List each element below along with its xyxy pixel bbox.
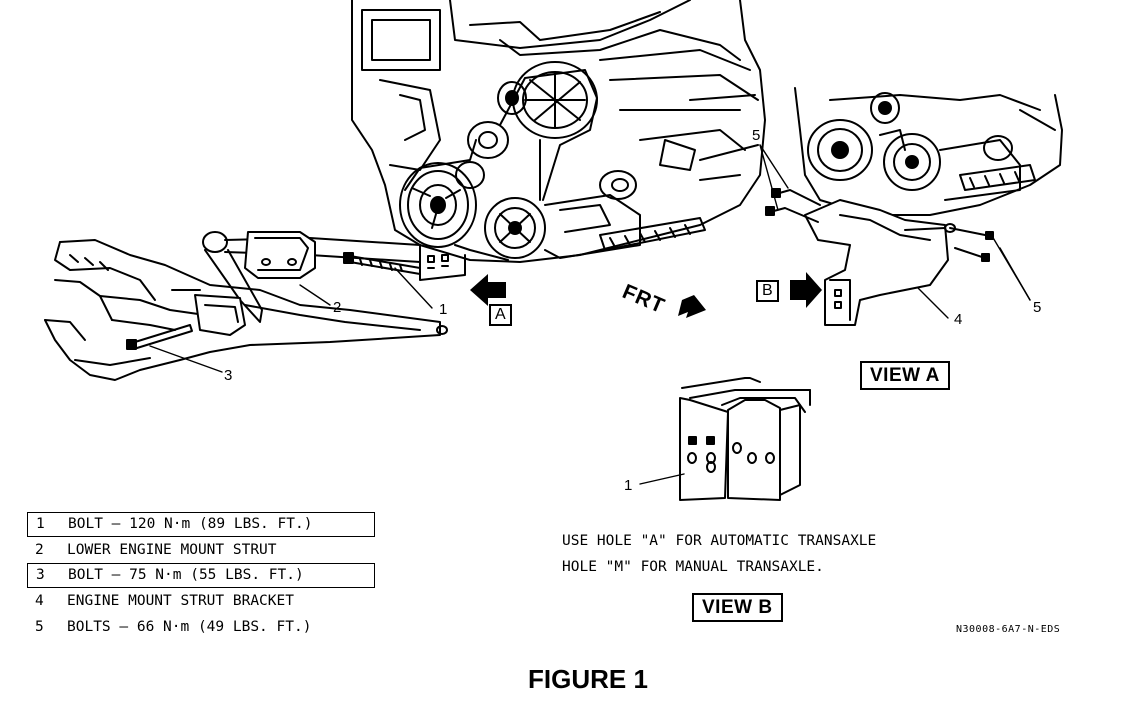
callout-3: 3 [224,367,233,384]
legend-text: ENGINE MOUNT STRUT BRACKET [67,593,294,609]
bracket-view-b [679,377,811,501]
legend-item: 2 LOWER ENGINE MOUNT STRUT [27,537,372,563]
view-a-label: VIEW A [860,361,950,390]
legend-item: 4 ENGINE MOUNT STRUT BRACKET [27,588,372,614]
drawing-code: N30008-6A7-N-EDS [956,624,1061,635]
engine-view-a [794,87,1063,216]
arrow-label-a: A [489,304,512,326]
callout-1: 1 [439,301,448,318]
bolts-view-a-right [949,227,994,262]
frame-crossmember [44,239,448,381]
note-line-1: USE HOLE "A" FOR AUTOMATIC TRANSAXLE [562,533,877,549]
callout-5-top: 5 [752,127,761,144]
engine-main [351,0,766,281]
note-line-2: HOLE "M" FOR MANUAL TRANSAXLE. [562,559,824,575]
legend-num: 5 [35,619,44,635]
legend-item: 3 BOLT – 75 N·m (55 LBS. FT.) [27,563,375,588]
legend-text: BOLT – 120 N·m (89 LBS. FT.) [68,516,313,532]
lower-engine-mount-strut [171,231,421,336]
figure-title: FIGURE 1 [528,664,648,694]
strut-bracket-view-a [804,199,956,326]
callout-5-right: 5 [1033,299,1042,316]
legend-item: 1 BOLT – 120 N·m (89 LBS. FT.) [27,512,375,537]
bolt-item-3 [126,324,193,350]
leader-lines [149,144,1031,485]
legend-text: BOLTS – 66 N·m (49 LBS. FT.) [67,619,312,635]
legend-num: 2 [35,542,44,558]
arrow-label-b: B [756,280,779,302]
legend-text: LOWER ENGINE MOUNT STRUT [67,542,277,558]
legend-num: 3 [36,567,45,583]
transaxle-note: USE HOLE "A" FOR AUTOMATIC TRANSAXLE HOLE… [562,528,876,580]
legend-num: 1 [36,516,45,532]
arrow-a [470,274,506,306]
legend-item: 5 BOLTS – 66 N·m (49 LBS. FT.) [27,614,372,640]
view-b-label: VIEW B [692,593,783,622]
legend-text: BOLT – 75 N·m (55 LBS. FT.) [68,567,304,583]
parts-legend: 1 BOLT – 120 N·m (89 LBS. FT.) 2 LOWER ENG… [27,512,375,640]
arrow-frt [678,290,706,318]
bolt-item-1 [343,252,421,275]
arrow-b [790,272,822,308]
callout-4: 4 [954,311,963,328]
legend-num: 4 [35,593,44,609]
callout-2: 2 [333,299,342,316]
bolts-view-a-left [765,188,821,223]
callout-1-view-b: 1 [624,477,633,494]
